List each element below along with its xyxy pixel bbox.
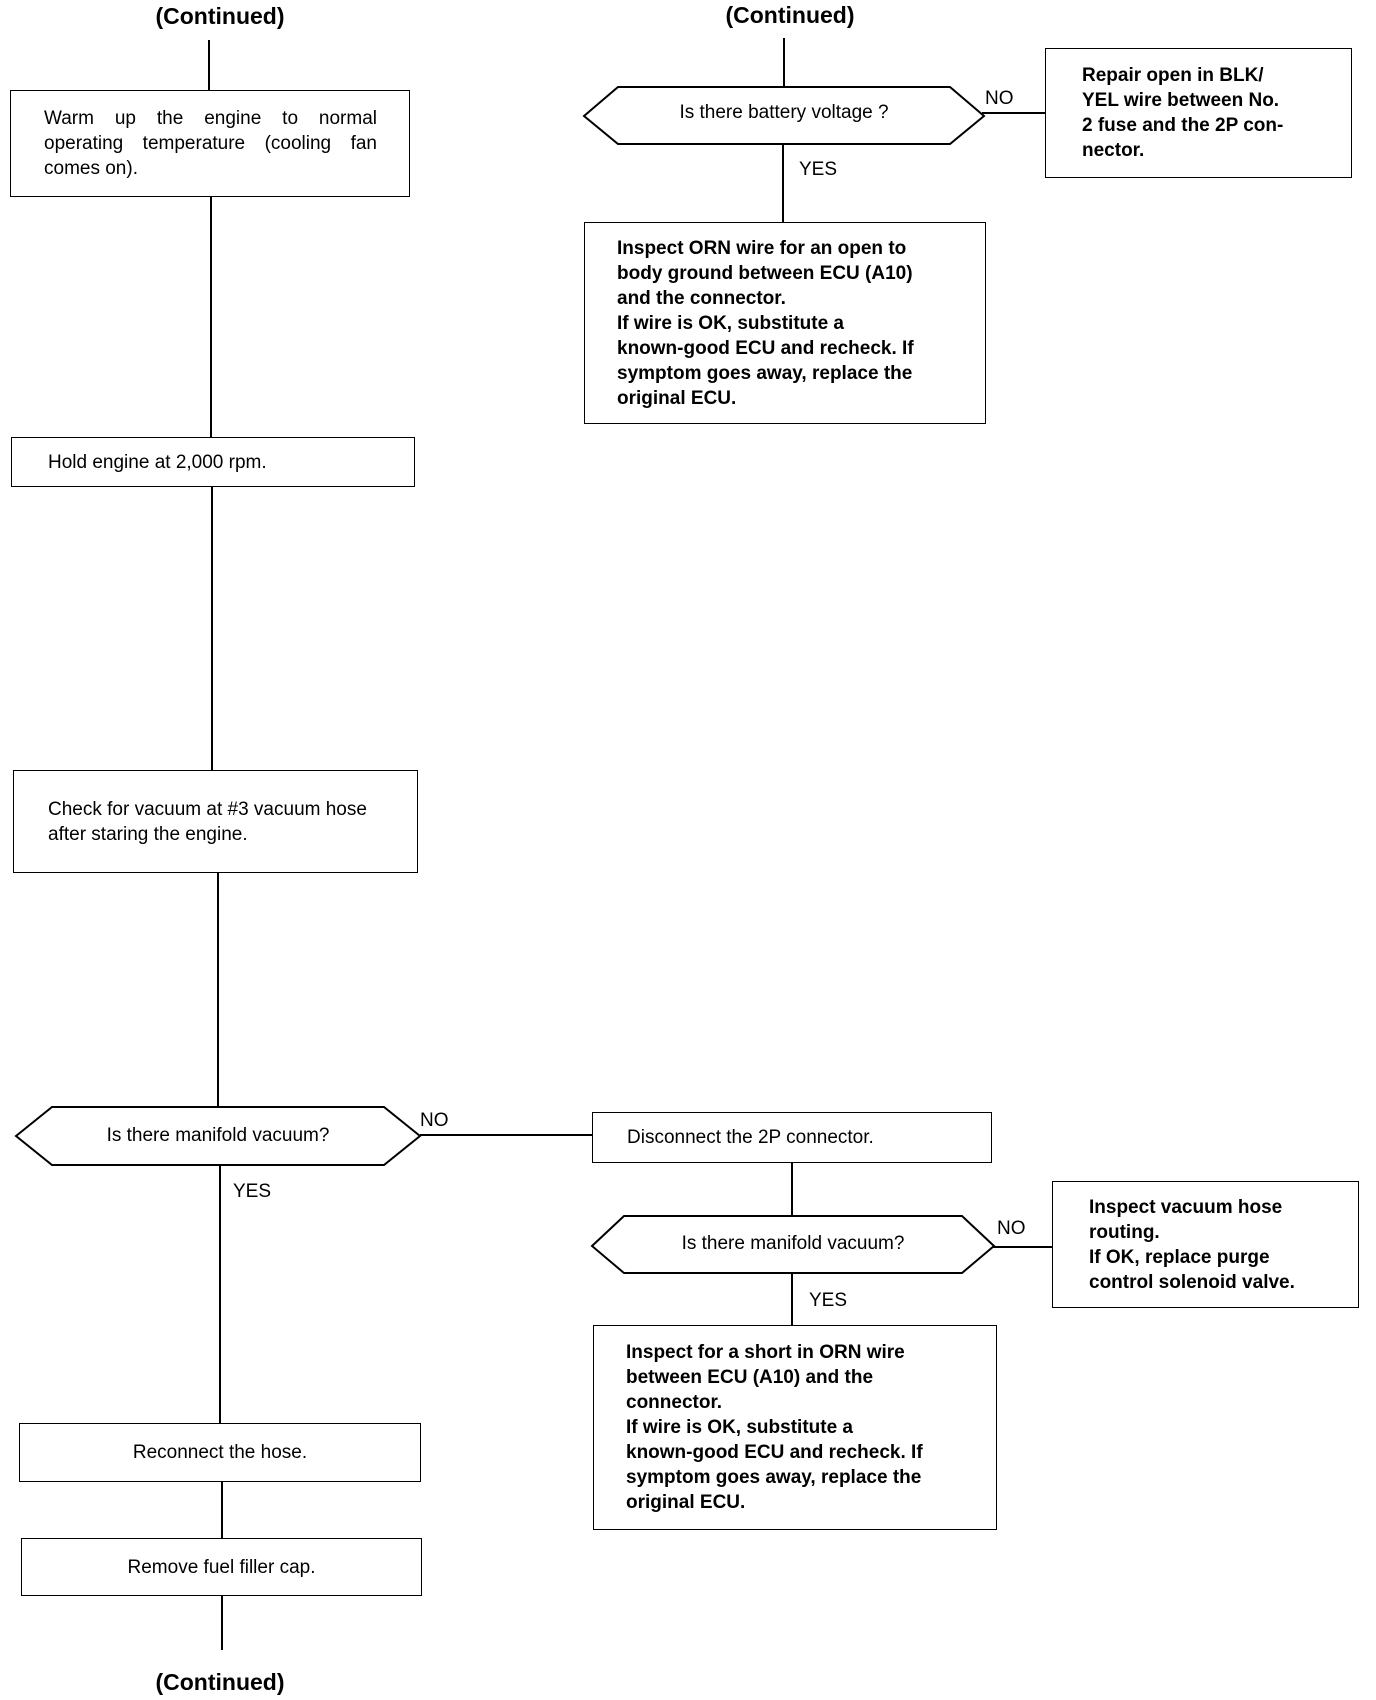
continued-top-right: (Continued) — [725, 2, 855, 28]
inspect-short-text: Inspect for a short in ORN wire between … — [626, 1342, 923, 1513]
label-yes-manifold2: YES — [809, 1290, 848, 1311]
decision-manifold-shape — [14, 1106, 422, 1166]
step-reconnect-text: Reconnect the hose. — [132, 1442, 308, 1463]
continued-top-left: (Continued) — [155, 3, 285, 29]
step-disconnect-text: Disconnect the 2P connector. — [627, 1127, 874, 1148]
inspect-orn-open-box: Inspect ORN wire for an open to body gro… — [584, 222, 986, 424]
step-check-vacuum-text: Check for vacuum at #3 vacuum hose after… — [48, 798, 367, 845]
decision-manifold2-shape — [590, 1215, 996, 1274]
decision-battery-text: Is there battery voltage ? — [679, 102, 889, 123]
step-disconnect: Disconnect the 2P connector. — [592, 1112, 992, 1163]
label-no-manifold2: NO — [997, 1218, 1026, 1239]
step-remove-cap: Remove fuel filler cap. — [21, 1538, 422, 1596]
continued-bottom-left: (Continued) — [155, 1669, 285, 1695]
step-reconnect: Reconnect the hose. — [19, 1423, 421, 1482]
step-warm-up: Warm up the engine to normal operating t… — [10, 90, 410, 197]
decision-manifold-text: Is there manifold vacuum? — [106, 1125, 330, 1146]
step-hold-rpm: Hold engine at 2,000 rpm. — [11, 437, 415, 487]
step-hold-rpm-text: Hold engine at 2,000 rpm. — [48, 451, 267, 473]
step-warm-up-text: Warm up the engine to normal operating t… — [44, 108, 377, 179]
repair-open-box: Repair open in BLK/ YEL wire between No.… — [1045, 48, 1352, 178]
repair-open-text: Repair open in BLK/ YEL wire between No.… — [1082, 65, 1284, 161]
inspect-hose-box: Inspect vacuum hose routing. If OK, repl… — [1052, 1181, 1359, 1308]
inspect-hose-text: Inspect vacuum hose routing. If OK, repl… — [1089, 1196, 1295, 1293]
decision-battery-shape — [582, 86, 986, 145]
inspect-orn-open-text: Inspect ORN wire for an open to body gro… — [617, 237, 914, 409]
step-check-vacuum: Check for vacuum at #3 vacuum hose after… — [13, 770, 418, 873]
label-no-battery: NO — [985, 88, 1014, 109]
label-no-manifold: NO — [420, 1110, 449, 1131]
step-remove-cap-text: Remove fuel filler cap. — [127, 1556, 316, 1578]
decision-manifold2-text: Is there manifold vacuum? — [681, 1233, 905, 1254]
inspect-short-box: Inspect for a short in ORN wire between … — [593, 1325, 997, 1530]
label-yes-manifold: YES — [233, 1181, 272, 1202]
label-yes-battery: YES — [799, 159, 838, 180]
